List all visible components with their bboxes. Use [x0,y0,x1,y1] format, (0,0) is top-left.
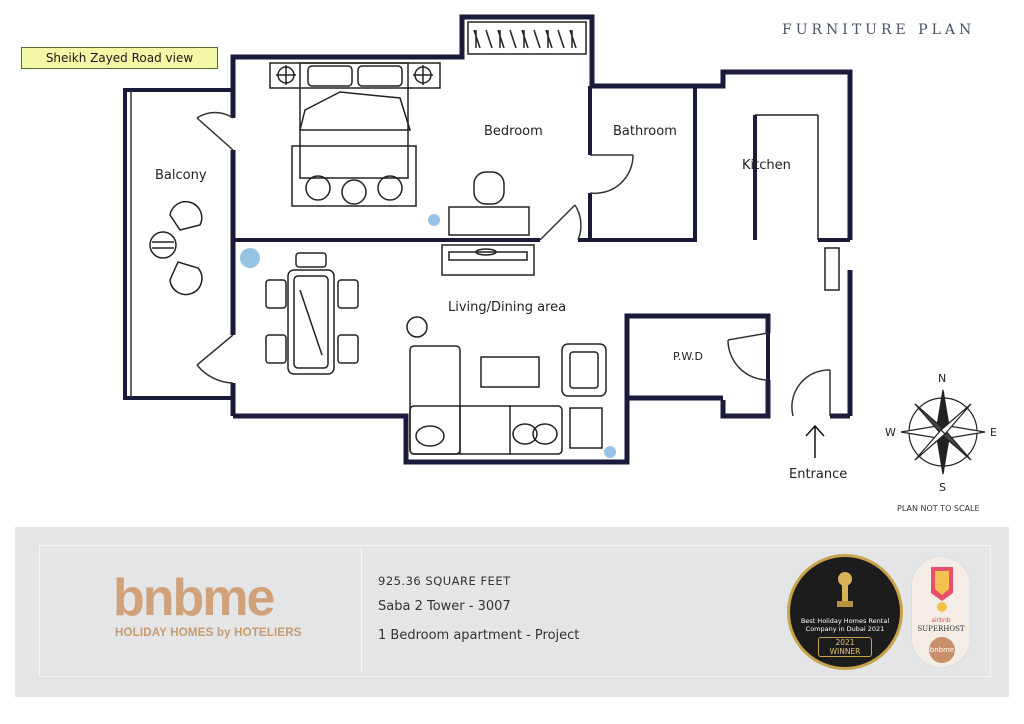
award-badge: Best Holiday Homes Rental Company in Dub… [787,554,903,670]
room-label-bedroom: Bedroom [484,124,543,139]
wall-bedroom-top [230,14,853,240]
wall-bottom [233,313,771,465]
apartment-type-text: 1 Bedroom apartment - Project [378,628,580,643]
scale-note: PLAN NOT TO SCALE [897,504,980,513]
footer-card [39,545,991,677]
superhost-medal-icon [931,567,953,612]
compass-n: N [938,372,947,385]
superhost-title: SUPERHOST [917,625,965,633]
award-text: Best Holiday Homes Rental Company in Dub… [800,617,890,633]
wardrobe [467,21,587,55]
sofa [406,247,840,455]
compass-w: W [885,426,896,439]
room-label-bathroom: Bathroom [613,124,677,139]
building-text: Saba 2 Tower - 3007 [378,599,511,614]
room-label-pwd: P.W.D [673,350,703,363]
footer-divider [361,548,362,672]
bed [269,62,441,207]
door-balcony-living [196,334,234,384]
doors [196,111,831,417]
room-label-entrance: Entrance [789,467,848,482]
entrance-arrow-icon [805,424,825,458]
compass-rose-icon [900,389,986,475]
door-entrance [791,369,831,417]
kitchen-counter [755,114,819,240]
compass-e: E [990,426,997,439]
area-text: 925.36 SQUARE FEET [378,574,511,588]
room-label-balcony: Balcony [155,168,207,183]
door-pwd [727,332,769,381]
superhost-brand: airbnb [931,617,951,624]
superhost-badge: airbnb SUPERHOST bnbme [911,556,971,668]
plan-title: FURNITURE PLAN [782,22,976,38]
trophy-icon [837,572,853,607]
tv-unit [441,244,535,276]
dining-set [265,252,359,375]
bnbme-logo: bnbme [113,569,275,627]
interior-walls [233,86,850,380]
view-tag: Sheikh Zayed Road view [21,47,218,69]
bnbme-logo-tagline: HOLIDAY HOMES by HOTELIERS [115,627,302,639]
door-balcony-bedroom [196,111,234,151]
balcony-area [123,88,233,400]
room-label-kitchen: Kitchen [742,158,791,173]
superhost-logo: bnbme [929,637,955,663]
award-winner: 2021 WINNER [818,637,872,657]
balcony-furniture [149,200,203,296]
desk [448,171,530,236]
room-label-living: Living/Dining area [448,300,567,315]
plants [240,214,616,458]
door-bathroom [589,154,634,195]
wall-pwd-bottom [720,380,771,419]
floor-plan [123,14,986,475]
door-bedroom [539,204,582,241]
compass-s: S [939,481,946,494]
walls [230,14,853,465]
